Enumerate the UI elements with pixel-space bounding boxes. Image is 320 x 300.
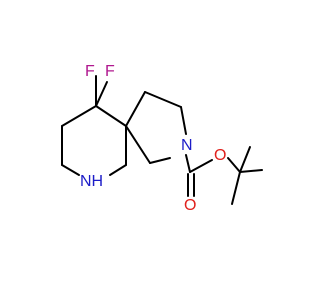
bond xyxy=(125,125,151,164)
bond xyxy=(125,91,146,127)
bond xyxy=(239,146,251,173)
bond xyxy=(144,91,182,108)
bond xyxy=(185,154,191,173)
structure-canvas: F F NH N O O xyxy=(61,63,263,215)
bond-group xyxy=(61,75,263,205)
bond xyxy=(231,171,241,205)
bond xyxy=(239,169,263,173)
atom-label-group: F F NH N O O xyxy=(80,63,226,214)
ring-nitrogen-label: N xyxy=(181,137,193,154)
nh-label: NH xyxy=(80,173,103,190)
bond xyxy=(227,157,241,173)
fluorine-label-2: F xyxy=(105,63,115,80)
carbonyl-oxygen-label: O xyxy=(184,197,196,214)
bond xyxy=(149,157,171,164)
bond xyxy=(61,105,97,127)
fluorine-label-1: F xyxy=(85,63,95,80)
bond xyxy=(95,81,108,107)
bond xyxy=(95,105,127,127)
molecule-structure: F F NH N O O xyxy=(61,63,263,214)
bond xyxy=(180,106,187,135)
bond xyxy=(109,164,127,176)
bond xyxy=(61,164,80,176)
bond xyxy=(189,159,213,173)
ester-oxygen-label: O xyxy=(214,147,226,164)
